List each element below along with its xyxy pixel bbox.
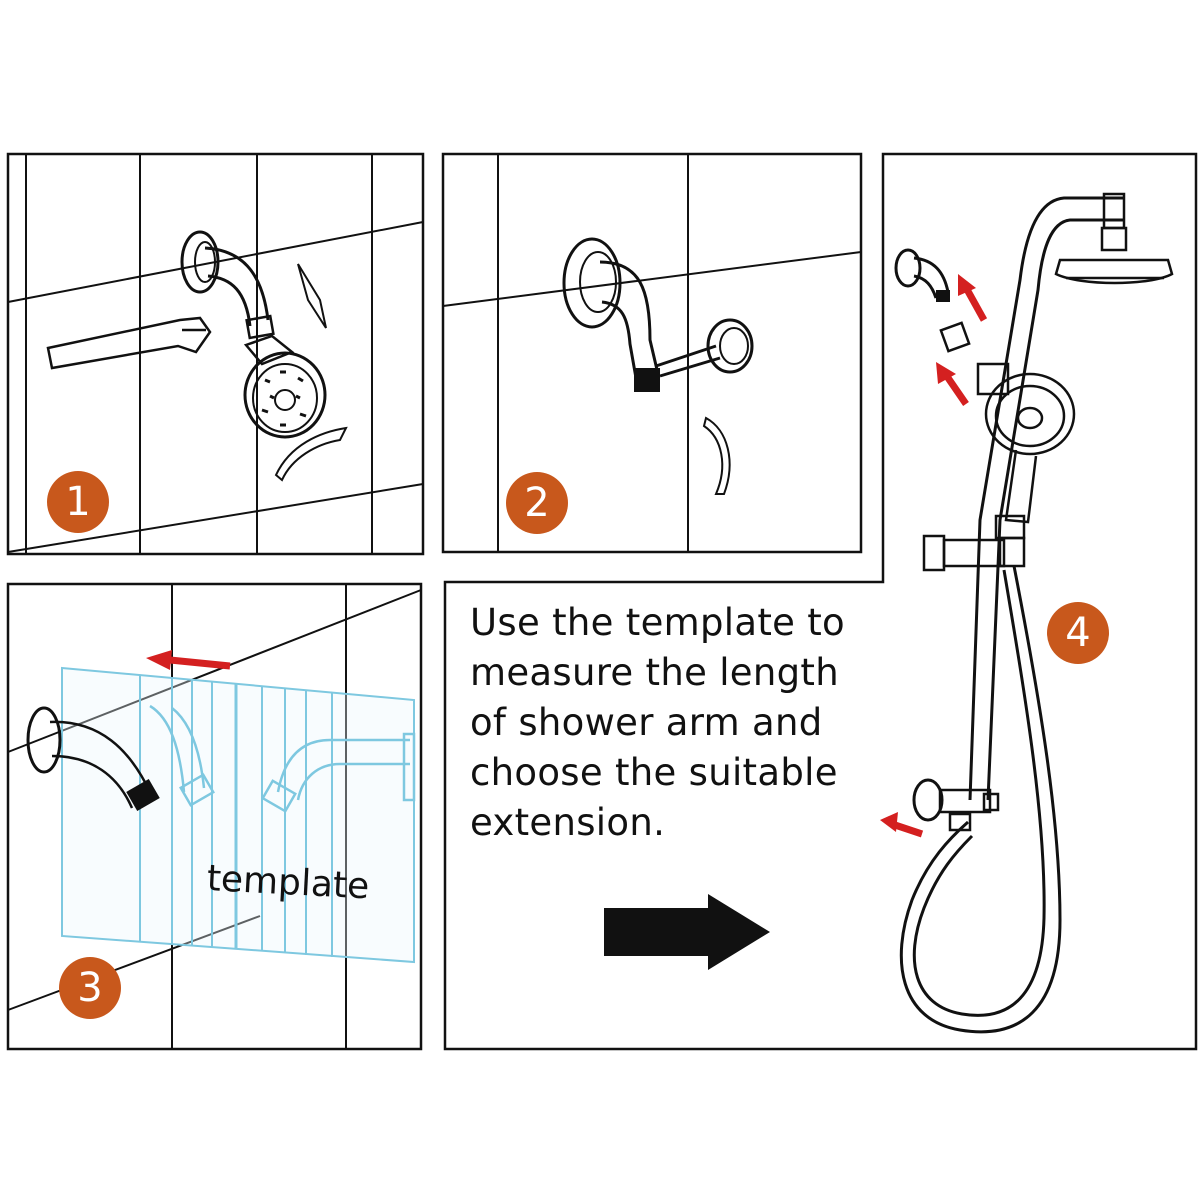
template-label: template [206,858,370,907]
step-4-number: 4 [1048,603,1108,663]
rain-shower-head-icon [1056,228,1172,283]
instruction-text: Use the template to measure the length o… [470,598,880,848]
wall-flange-icon [914,780,942,820]
step-1-number: 1 [48,472,108,532]
measuring-template [62,668,414,962]
step-2-number: 2 [507,473,567,533]
instruction-line: measure the length [470,648,880,698]
wrench-icon [48,318,210,368]
step-4-arrows [880,274,984,834]
instruction-line: Use the template to [470,598,880,648]
instruction-line: extension. [470,798,880,848]
wall-flange-icon [896,250,920,286]
step-3-number: 3 [60,958,120,1018]
wall-flange-icon [564,239,620,327]
slide-bracket-icon [924,536,1024,570]
right-arrow-icon [604,894,770,970]
slide-direction-arrow [146,650,230,670]
step-2-panel [443,154,861,552]
instruction-line: choose the suitable [470,748,880,798]
wall-flange-icon [28,708,60,772]
instruction-line: of shower arm and [470,698,880,748]
